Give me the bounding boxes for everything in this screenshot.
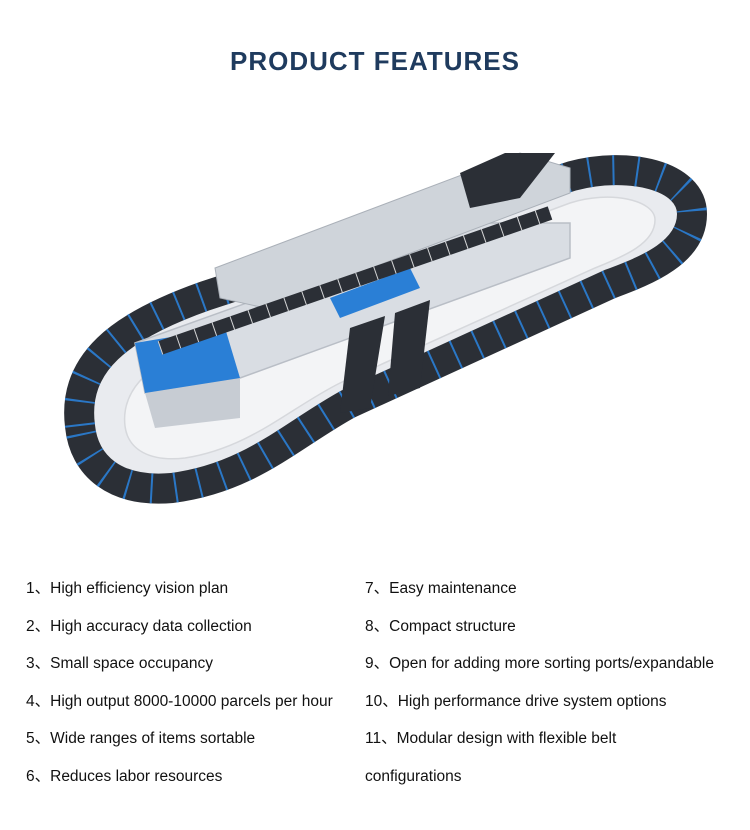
feature-item: 4、High output 8000-10000 parcels per hou… — [26, 692, 333, 710]
features-right-column: 7、Easy maintenance 8、Compact structure 9… — [365, 572, 745, 797]
feature-item: 7、Easy maintenance — [365, 580, 517, 597]
feature-item: 2、High accuracy data collection — [26, 617, 252, 635]
features-list: 1、High efficiency vision plan 2、High acc… — [0, 572, 750, 812]
feature-item: 5、Wide ranges of items sortable — [26, 730, 256, 747]
page-title: PRODUCT FEATURES — [230, 46, 520, 76]
feature-item: 1、High efficiency vision plan — [26, 580, 229, 597]
feature-item: 9、Open for adding more sorting ports/exp… — [365, 655, 714, 672]
feature-item: 6、Reduces labor resources — [26, 767, 223, 785]
sorter-illustration — [64, 152, 708, 504]
induction-platform — [134, 152, 571, 428]
feature-item: configurations — [365, 767, 462, 785]
sorter-belt — [64, 155, 708, 504]
feature-item: 10、High performance drive system options — [365, 692, 667, 710]
features-left-column: 1、High efficiency vision plan 2、High acc… — [26, 572, 361, 797]
feature-item: 3、Small space occupancy — [26, 655, 213, 672]
feature-item: 8、Compact structure — [365, 617, 516, 635]
feature-item: 11、Modular design with flexible belt — [365, 730, 617, 747]
